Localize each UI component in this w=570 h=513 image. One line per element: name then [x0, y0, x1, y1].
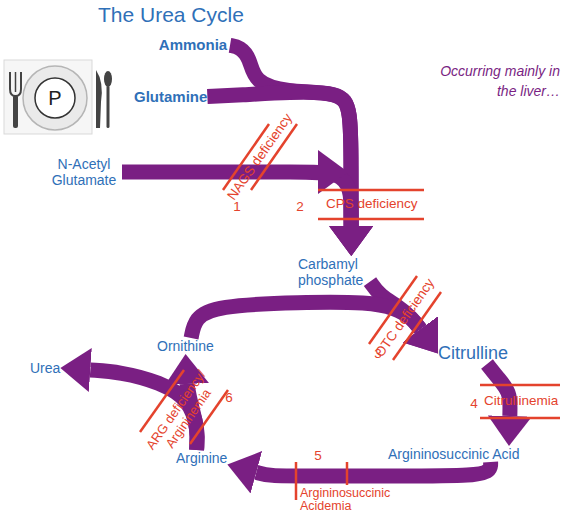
metabolite-node: Ammonia	[156, 36, 230, 53]
node-text: Urea	[30, 360, 60, 376]
metabolite-node: N-Acetyl Glutamate	[46, 156, 122, 188]
block-mark	[480, 417, 560, 420]
node-text: Ammonia	[156, 36, 230, 53]
arrowhead-symbol	[318, 150, 348, 194]
callout-number: 2	[296, 199, 304, 215]
fork-tines	[10, 72, 21, 96]
node-text: Carbamyl phosphate	[298, 256, 370, 288]
callout-number: 4	[470, 396, 478, 412]
node-text: Argininosuccinic Acid	[388, 446, 520, 462]
node-text: Arginine	[176, 450, 227, 466]
block-mark	[346, 462, 349, 485]
knife-icon	[96, 70, 102, 128]
callout-number: 6	[225, 390, 233, 406]
node-text: Ornithine	[157, 338, 214, 354]
node-text: Glutamine	[134, 88, 207, 105]
block-mark	[318, 189, 424, 192]
deficiency-label: Argininosuccinic Acidemia	[300, 487, 408, 512]
node-text: N-Acetyl Glutamate	[46, 156, 122, 188]
metabolite-node: Ornithine	[157, 338, 214, 354]
fork-tine	[15, 72, 17, 92]
block-mark	[318, 218, 424, 221]
plate-center	[35, 78, 75, 118]
block-mark	[480, 384, 560, 387]
node-text: Citrulline	[438, 343, 508, 364]
metabolite-node: Arginine	[176, 450, 227, 466]
callout-number: 5	[314, 448, 322, 464]
location-note: Occurring mainly in the liver…	[430, 61, 560, 101]
metabolite-node: Glutamine	[134, 88, 207, 105]
block-mark	[295, 462, 298, 500]
diagram-title: The Urea Cycle	[98, 3, 244, 27]
metabolite-node: Citrulline	[438, 343, 508, 364]
metabolite-node: Argininosuccinic Acid	[388, 446, 520, 462]
spoon-bowl	[104, 71, 112, 87]
plate-letter: P	[48, 87, 61, 110]
fork-handle	[13, 95, 18, 128]
reaction-arrow	[256, 462, 490, 476]
deficiency-label: NAGS deficiency	[224, 111, 296, 204]
deficiency-label: CPS deficiency	[326, 196, 418, 212]
deficiency-label: Citrullinemia	[484, 393, 558, 409]
plate-rim	[23, 66, 87, 130]
callout-number: 1	[233, 199, 241, 215]
spoon-handle	[107, 86, 110, 128]
placemat	[4, 60, 92, 134]
metabolite-node: Carbamyl phosphate	[298, 256, 370, 288]
reaction-arrow	[487, 364, 510, 416]
metabolite-node: Urea	[30, 360, 60, 376]
callout-number: 3	[374, 346, 382, 362]
